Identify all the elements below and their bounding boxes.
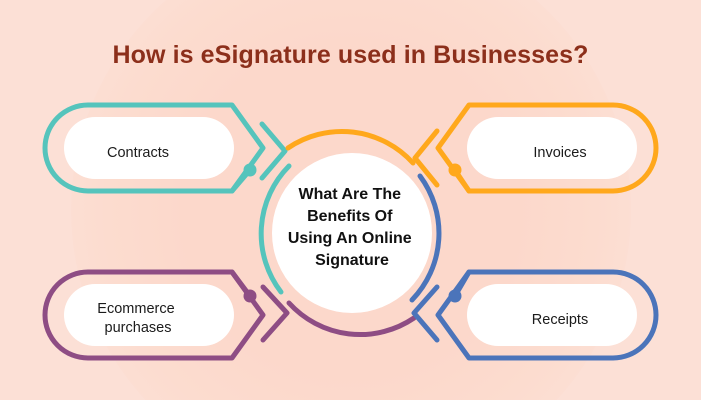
branch-receipts-arc — [409, 173, 442, 303]
branch-contracts[interactable]: Contracts — [42, 102, 292, 295]
branch-contracts-arc — [258, 163, 292, 295]
branch-receipts-label: Receipts — [532, 312, 588, 328]
branch-ecommerce-purchases-outline — [42, 269, 266, 361]
branch-invoices-pill — [467, 117, 637, 179]
center-circle — [272, 153, 432, 313]
branch-contracts-dot — [243, 163, 257, 177]
branch-ecommerce-purchases-label: Ecommerce purchases — [97, 301, 178, 336]
branch-invoices-dot — [448, 163, 462, 177]
branch-contracts-chevron — [259, 121, 288, 181]
page-title: How is eSignature used in Businesses? — [112, 41, 589, 69]
branch-ecommerce-purchases-arc — [286, 300, 417, 338]
branch-receipts-chevron — [411, 284, 440, 343]
branch-invoices[interactable]: Invoices — [285, 102, 659, 194]
branch-contracts-pill — [64, 117, 234, 179]
branch-ecommerce-purchases-dot — [243, 289, 257, 303]
center-node[interactable]: What Are The Benefits Of Using An Online… — [272, 153, 432, 313]
branch-receipts-dot — [448, 289, 462, 303]
branch-contracts-outline — [42, 102, 266, 194]
branch-ecommerce-purchases[interactable]: Ecommerce purchases — [42, 269, 417, 361]
branch-receipts[interactable]: Receipts — [409, 173, 659, 361]
branch-invoices-outline — [435, 102, 659, 194]
branch-ecommerce-purchases-pill — [64, 284, 234, 346]
branch-receipts-outline — [435, 269, 659, 361]
branch-ecommerce-purchases-chevron — [260, 284, 290, 343]
branch-invoices-chevron — [412, 128, 440, 188]
branch-invoices-arc — [285, 128, 416, 166]
branch-contracts-label: Contracts — [107, 145, 169, 161]
branch-receipts-pill — [467, 284, 637, 346]
branch-invoices-label: Invoices — [533, 145, 586, 161]
center-circle-label: What Are The Benefits Of Using An Online… — [288, 186, 416, 269]
